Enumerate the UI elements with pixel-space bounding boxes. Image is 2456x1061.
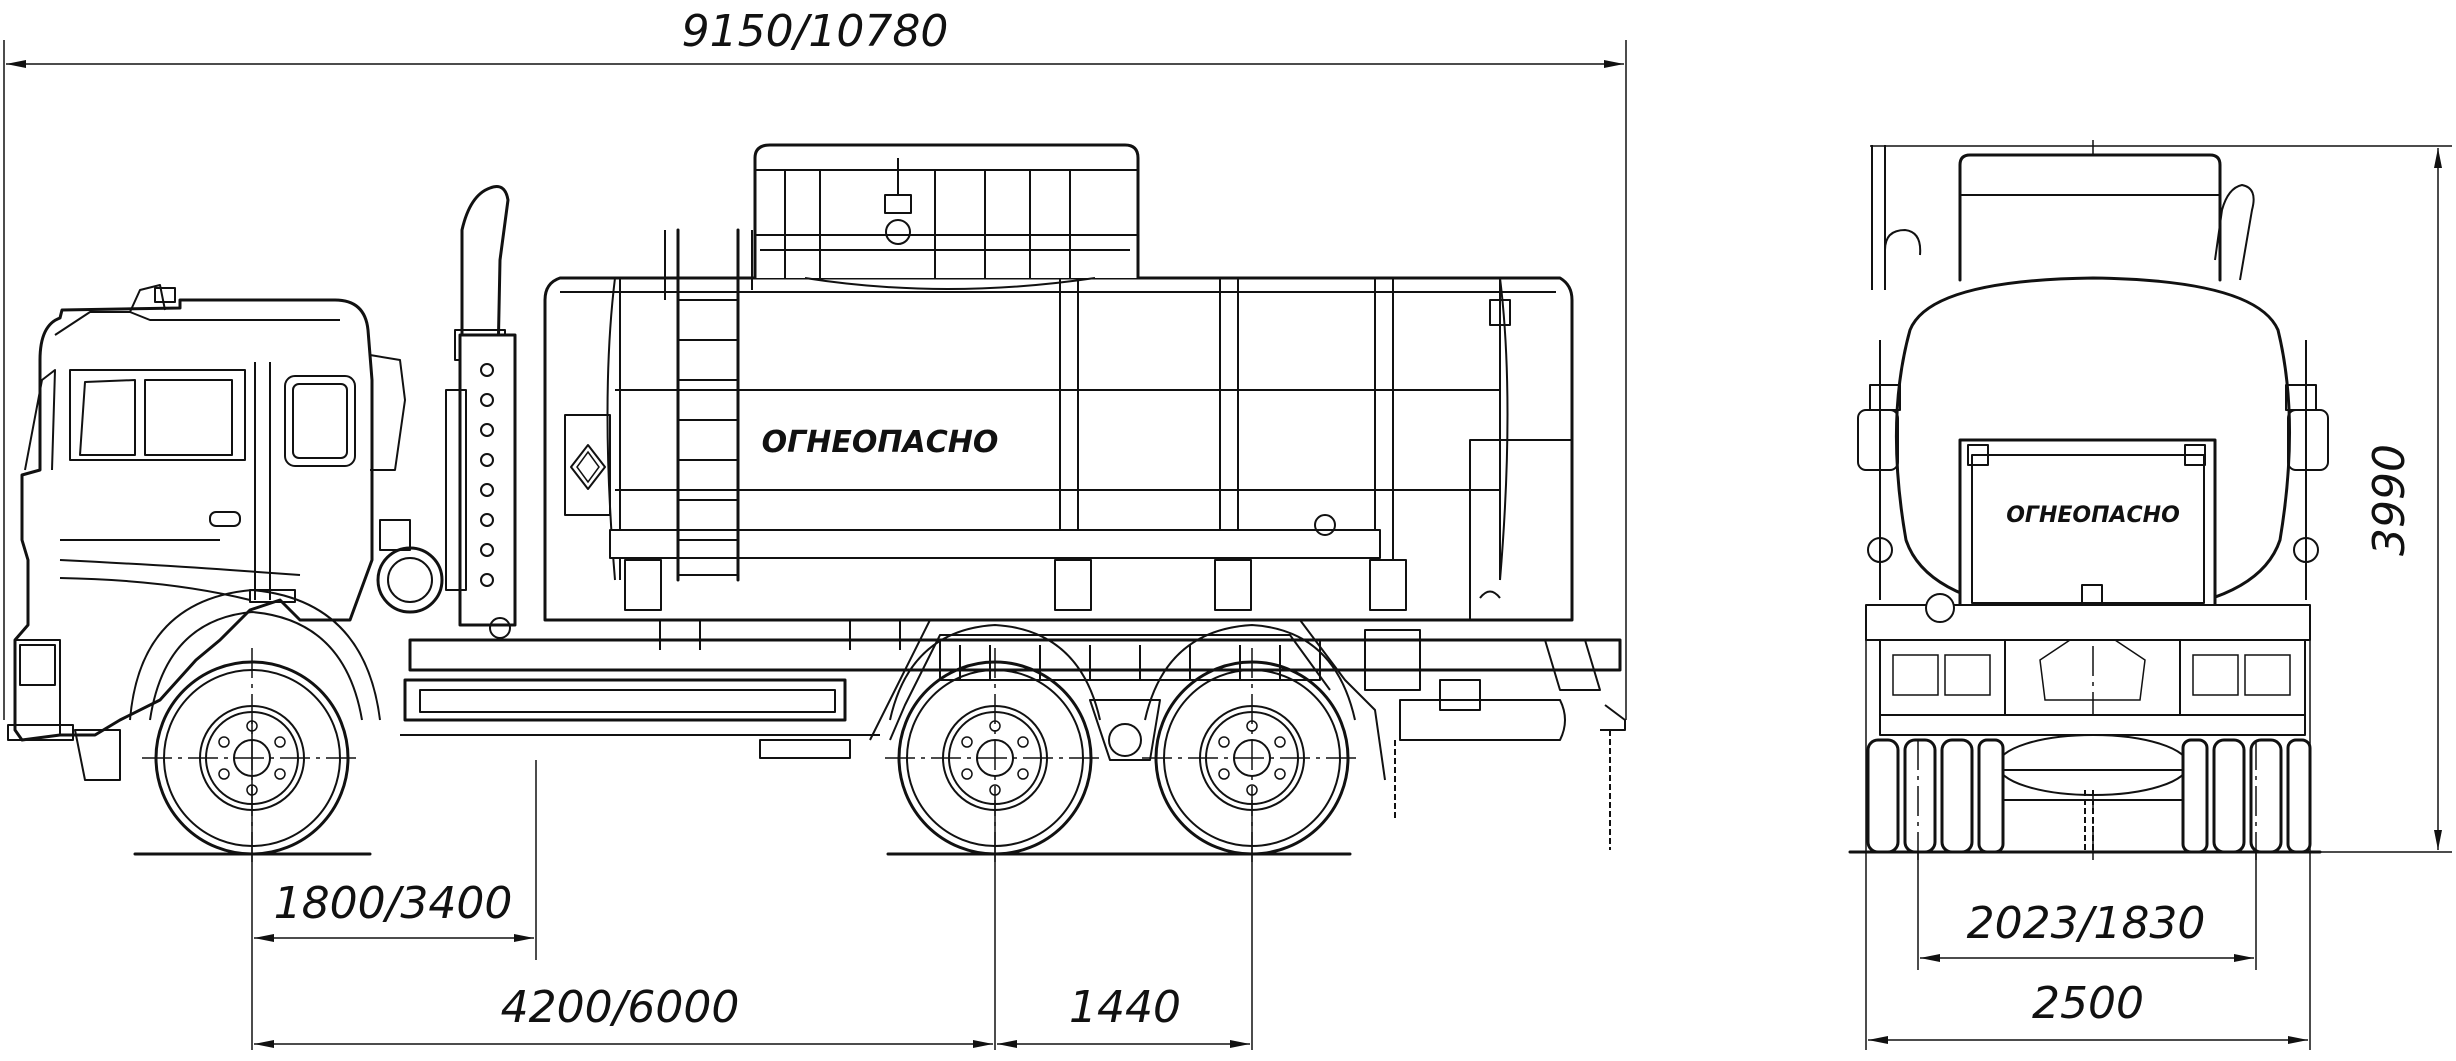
tandem-spacing-label: 1440 (1069, 982, 1181, 1033)
top-railing (753, 143, 1140, 290)
rear-cabinet: ОГНЕОПАСНО (1958, 438, 2217, 612)
equipment-column (445, 333, 517, 639)
front-overhang-label: 1800/3400 (274, 878, 513, 929)
tank-rear-marking: ОГНЕОПАСНО (2006, 503, 2180, 528)
rear-frame (1865, 593, 2311, 850)
overall-length-label: 9150/10780 (682, 6, 949, 57)
truck-cab (7, 284, 444, 781)
tank-ladder (664, 228, 753, 582)
side-view: ОГНЕОПАСНО (7, 143, 1626, 870)
track-width-label: 2023/1830 (1967, 898, 2206, 949)
wheelbase-label: 4200/6000 (501, 982, 740, 1033)
tank-side-marking: ОГНЕОПАСНО (762, 425, 999, 460)
chassis-frame (400, 619, 1626, 850)
height-label: 3990 (2364, 444, 2415, 556)
overall-width-label: 2500 (2032, 978, 2144, 1029)
rear-view: ОГНЕОПАСНО (1848, 140, 2329, 860)
rear-view-wheels (1866, 738, 2312, 860)
